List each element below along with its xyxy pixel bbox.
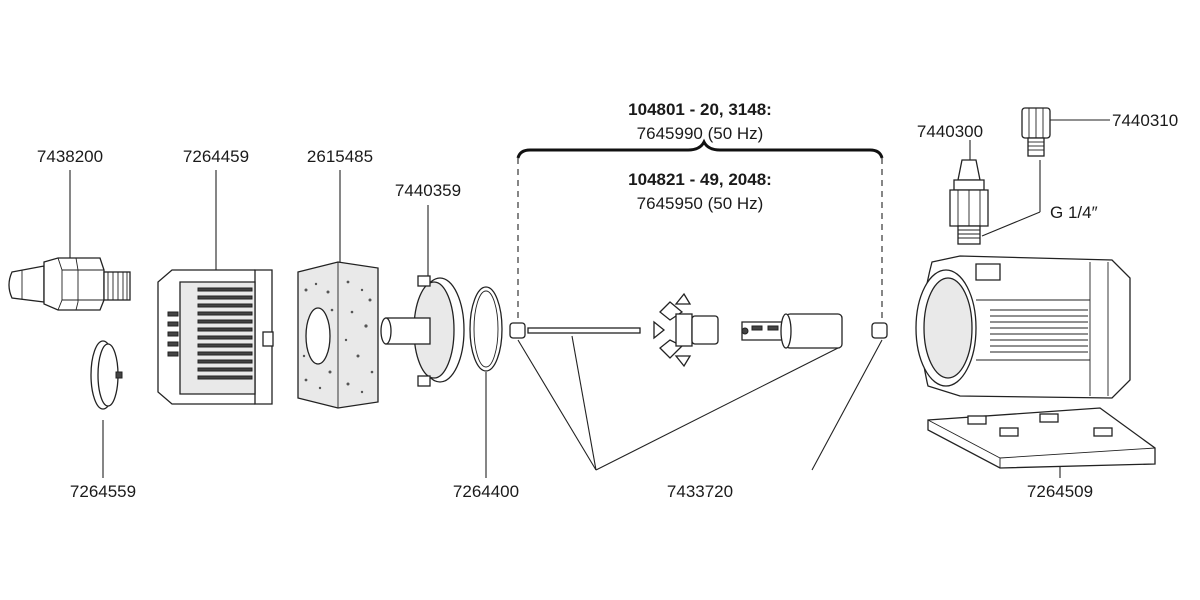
leader-7433720: [517, 335, 883, 471]
label-7433720: 7433720: [667, 482, 733, 501]
outlet-nozzle-part: [949, 159, 989, 245]
chamber-cover-part: [380, 275, 465, 387]
leader-thread: [981, 160, 1041, 237]
variant-bracket: [516, 138, 884, 318]
hose-connector-part: [8, 257, 131, 311]
variant-1-models: 104801 - 20, 3148:: [628, 100, 772, 119]
motor-housing-part: [915, 255, 1131, 399]
variant-1-part: 7645990 (50 Hz): [637, 124, 764, 143]
foam-sponge-part: [297, 261, 379, 409]
label-2615485: 2615485: [307, 147, 373, 166]
filter-cover-part: [157, 269, 274, 405]
plug-part: [1021, 107, 1051, 157]
label-7440300: 7440300: [917, 122, 983, 141]
cap-part: [90, 340, 123, 410]
label-7440359: 7440359: [395, 181, 461, 200]
label-thread: G 1/4″: [1050, 203, 1098, 222]
label-7264400: 7264400: [453, 482, 519, 501]
variant-2-models: 104821 - 49, 2048:: [628, 170, 772, 189]
label-7264509: 7264509: [1027, 482, 1093, 501]
base-plate-part: [927, 407, 1156, 469]
label-7438200: 7438200: [37, 147, 103, 166]
label-7264559: 7264559: [70, 482, 136, 501]
label-7440310: 7440310: [1112, 111, 1178, 130]
variant-2-part: 7645950 (50 Hz): [637, 194, 764, 213]
rotor-assembly: [509, 292, 888, 368]
o-ring-part: [469, 286, 503, 372]
label-7264459: 7264459: [183, 147, 249, 166]
